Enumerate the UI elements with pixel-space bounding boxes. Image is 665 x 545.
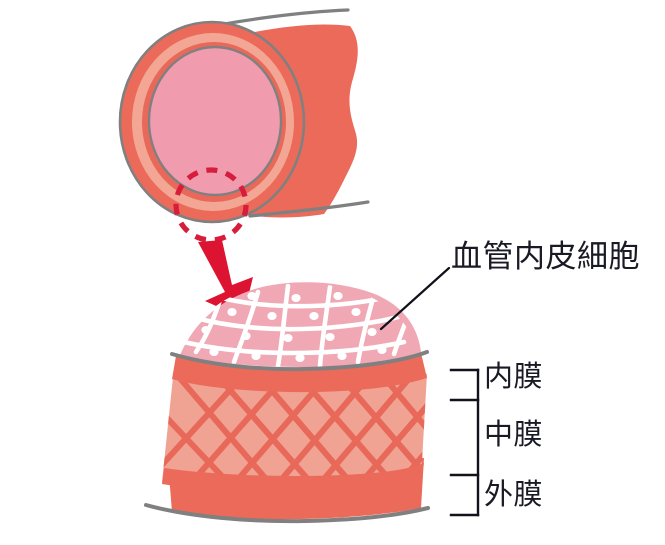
vessel-wall-block: [144, 282, 430, 524]
intima-layer: [172, 353, 427, 393]
vessel-lumen: [147, 45, 283, 197]
tube-bottom-edge-line: [248, 200, 370, 218]
endothelium-nuclei: [201, 292, 387, 362]
endothelium-cell-borders: [181, 283, 413, 368]
endothelium-base-outline: [170, 350, 429, 372]
adventitia-label: 外膜: [484, 477, 544, 511]
media-label: 中膜: [484, 417, 544, 451]
media-adventitia-band: [162, 463, 424, 494]
adventitia-bottom-outline: [144, 503, 430, 524]
endothelium-label: 血管内皮細胞: [451, 239, 640, 275]
vessel-tube-group: [118, 8, 370, 243]
intima-label: 内膜: [484, 359, 544, 393]
layer-bracket: [449, 368, 480, 517]
endothelium-leader-line: [379, 266, 451, 331]
zoom-region-dashed-circle: [173, 167, 249, 243]
